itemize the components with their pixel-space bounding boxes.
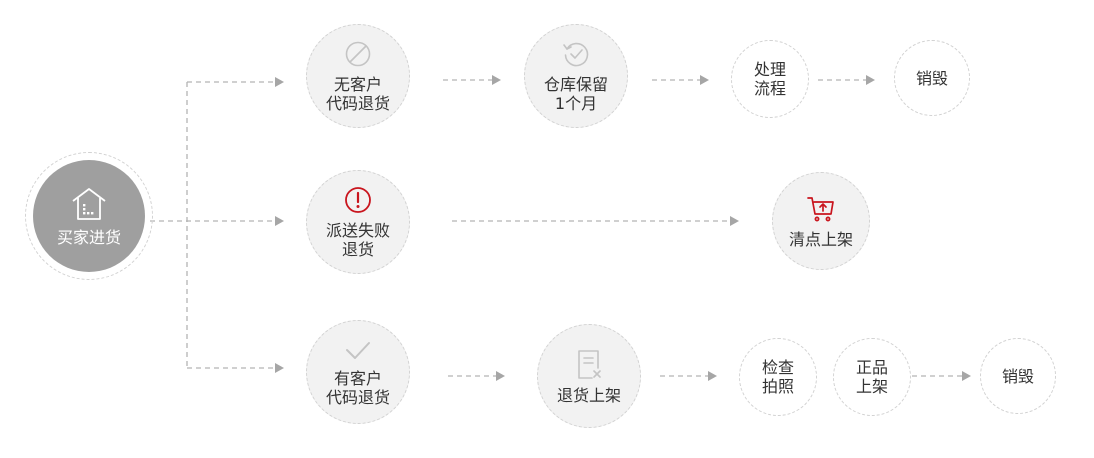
branch-with-code-return: 有客户 代码退货 bbox=[306, 320, 410, 424]
branch-label: 无客户 代码退货 bbox=[325, 75, 390, 113]
arrowhead bbox=[275, 216, 284, 226]
start-node: 买家进货 bbox=[33, 160, 145, 272]
step-inspect-photo: 检查 拍照 bbox=[739, 338, 817, 416]
arrowhead bbox=[962, 371, 971, 381]
warehouse-icon bbox=[72, 187, 106, 220]
document-x-icon bbox=[578, 349, 601, 379]
step-label: 正品 上架 bbox=[855, 358, 888, 396]
step-genuine-shelve: 正品 上架 bbox=[833, 338, 911, 416]
alert-icon bbox=[345, 187, 371, 213]
step-destroy: 销毁 bbox=[894, 40, 970, 116]
arrowhead bbox=[708, 371, 717, 381]
checkmark-icon bbox=[346, 342, 370, 359]
arrowhead bbox=[496, 371, 505, 381]
step-label: 销毁 bbox=[1001, 366, 1034, 386]
step-label: 清点上架 bbox=[788, 229, 853, 249]
cart-upload-icon bbox=[807, 196, 834, 221]
prohibited-icon bbox=[345, 41, 371, 67]
step-label: 检查 拍照 bbox=[761, 358, 794, 396]
branch-label: 有客户 代码退货 bbox=[325, 369, 390, 407]
step-label: 处理 流程 bbox=[753, 60, 786, 98]
arrowhead bbox=[275, 77, 284, 87]
refresh-check-icon bbox=[563, 42, 589, 67]
start-node-ring bbox=[25, 152, 153, 280]
step-label: 退货上架 bbox=[556, 385, 621, 405]
arrowhead bbox=[492, 75, 501, 85]
step-process-flow: 处理 流程 bbox=[731, 40, 809, 118]
branch-no-code-return: 无客户 代码退货 bbox=[306, 24, 410, 128]
step-return-shelve: 退货上架 bbox=[537, 324, 641, 428]
step-label: 仓库保留 1个月 bbox=[543, 75, 608, 113]
arrowhead bbox=[275, 363, 284, 373]
arrowhead bbox=[730, 216, 739, 226]
step-destroy: 销毁 bbox=[980, 338, 1056, 414]
step-count-and-shelve: 清点上架 bbox=[772, 172, 870, 270]
step-label: 销毁 bbox=[915, 68, 948, 88]
start-label: 买家进货 bbox=[56, 227, 121, 247]
arrowhead bbox=[700, 75, 709, 85]
branch-delivery-failed-return: 派送失败 退货 bbox=[306, 170, 410, 274]
step-warehouse-hold: 仓库保留 1个月 bbox=[524, 24, 628, 128]
branch-label: 派送失败 退货 bbox=[325, 221, 390, 259]
arrowhead bbox=[866, 75, 875, 85]
